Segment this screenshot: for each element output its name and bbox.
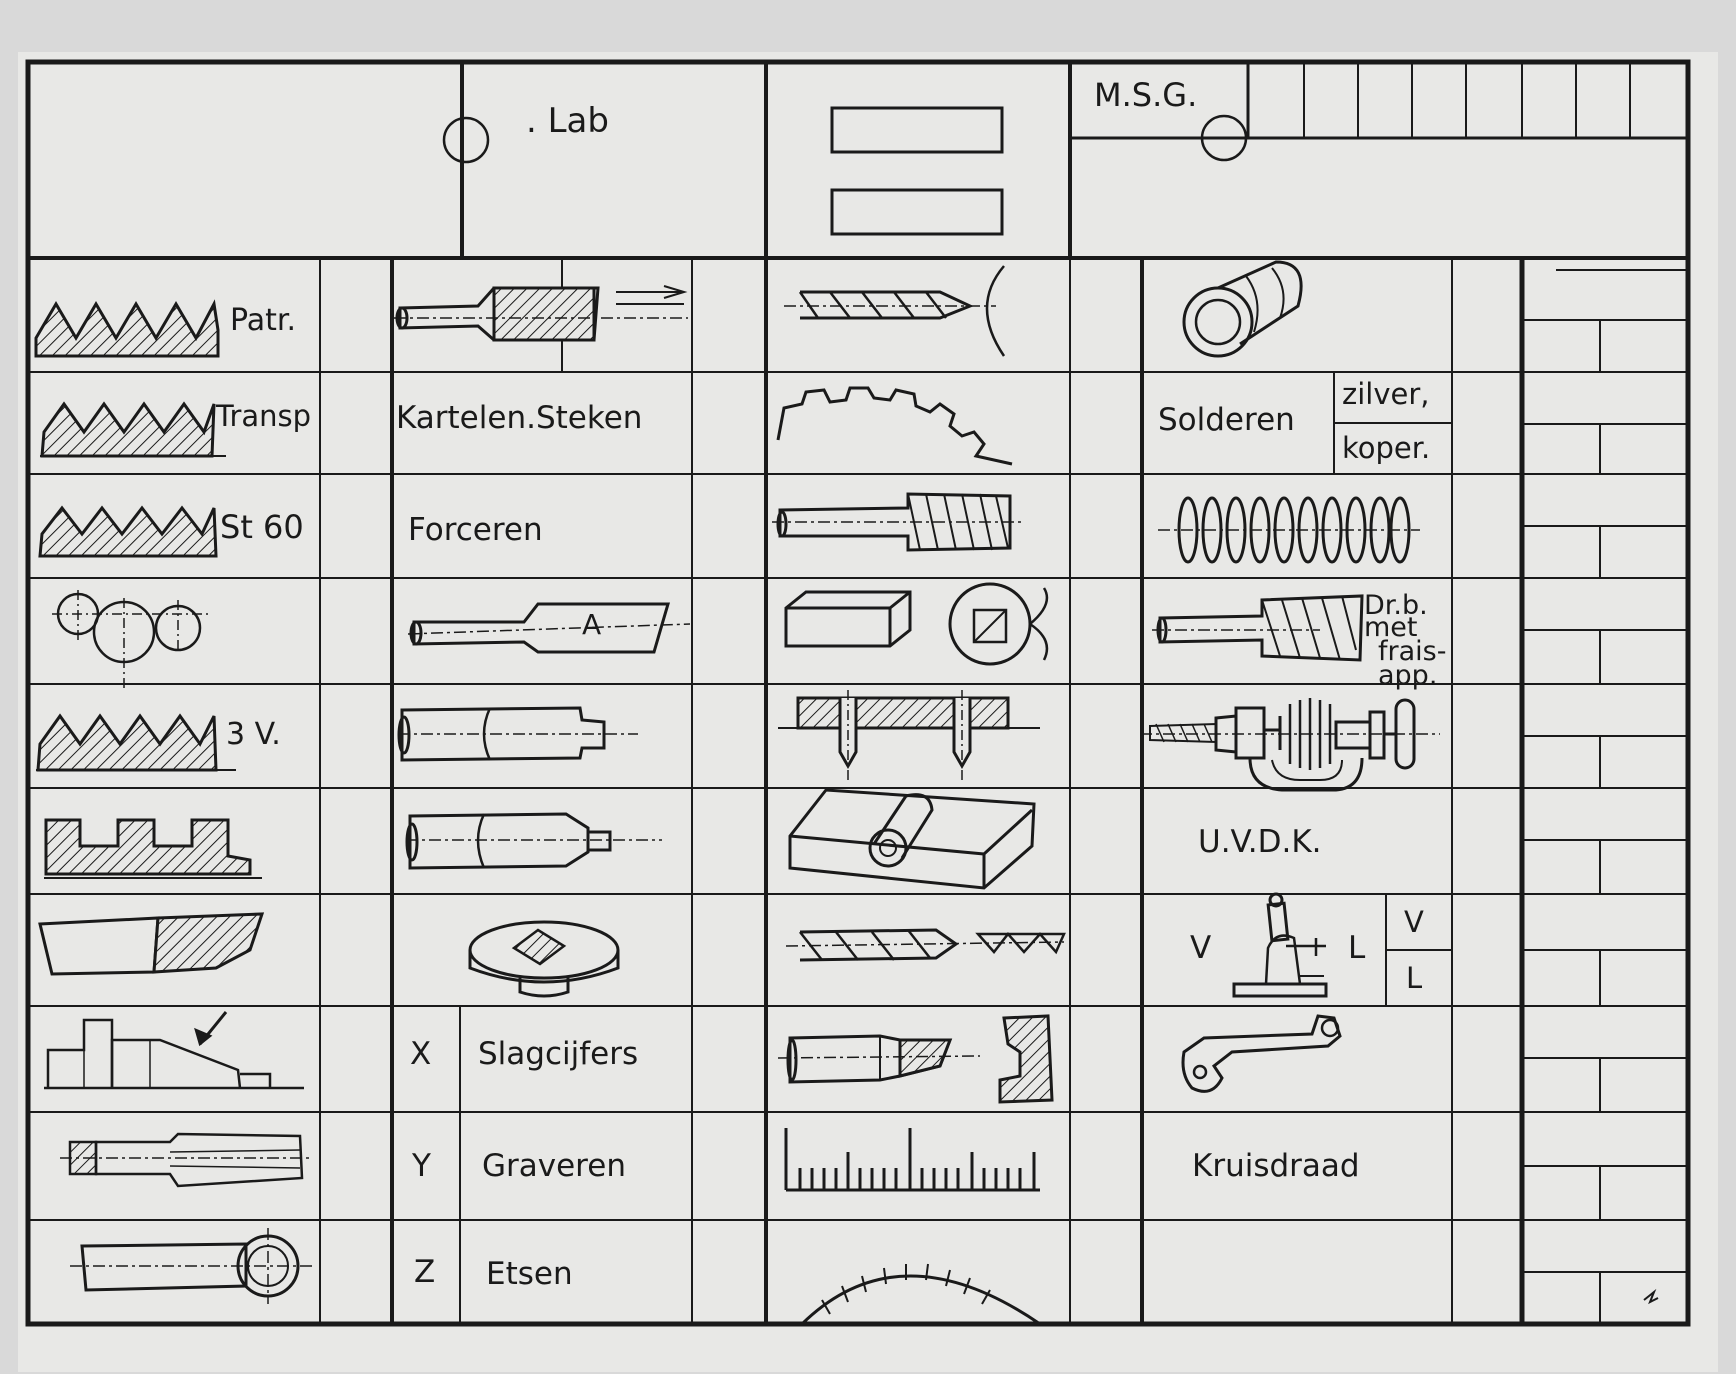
square-thread-profile [44, 818, 262, 879]
thread-label-transp: Transp [215, 399, 311, 433]
drb-label-4: app. [1378, 660, 1437, 691]
header-circle-left [442, 116, 490, 164]
knurling-tool-icon [394, 285, 688, 342]
tap-tool-icon [60, 1132, 312, 1188]
stepped-shaft-icon-1 [397, 706, 638, 762]
l-box-label: L [1406, 961, 1422, 995]
thread-profile-patr [34, 299, 220, 358]
thread-profile-3v [36, 713, 236, 772]
thread-label-3v: 3 V. [226, 717, 281, 752]
kruisdraad-label: Kruisdraad [1192, 1148, 1360, 1184]
drill-with-milling-attachment-icon [1152, 594, 1364, 662]
drb-label-2: met [1364, 612, 1418, 643]
step-profile-icon [44, 1011, 304, 1090]
turning-tool-icon [38, 912, 265, 976]
kartelen-steken-label: Kartelen.Steken [396, 400, 642, 436]
zilver-label: zilver, [1342, 377, 1429, 411]
brick-column [1522, 269, 1688, 1324]
y-label: Y [411, 1148, 431, 1184]
coil-spring-icon [1158, 496, 1420, 564]
hinge-weld-icon [788, 788, 1036, 890]
eye-bolt-icon [70, 1228, 316, 1304]
gear-segment-icon [776, 386, 1013, 466]
z-label: Z [414, 1254, 435, 1290]
microscope-icon [1232, 892, 1328, 998]
header-rect-top [830, 106, 1004, 154]
clamp-bracket-icon [1181, 1014, 1342, 1093]
thread-profile-transp [40, 401, 226, 458]
tube-icon [1182, 260, 1303, 358]
gear-circles-icon [52, 590, 210, 688]
block-and-square-nut-icon [784, 582, 1049, 666]
drb-label-3: frais- [1378, 636, 1446, 667]
drb-label-1: Dr.b. [1364, 590, 1428, 621]
thread-label-st60: St 60 [220, 508, 304, 546]
koper-label: koper. [1342, 431, 1430, 465]
boring-tool-mark: A [582, 608, 601, 641]
msg-label: M.S.G. [1094, 76, 1197, 114]
end-mill-icon [777, 1014, 1054, 1104]
lathe-spindle-icon [1140, 698, 1440, 792]
boring-tool-a-icon [407, 602, 691, 654]
twist-drill-icon-1 [784, 265, 1006, 357]
grid-lines [25, 59, 1691, 1327]
etsen-label: Etsen [486, 1256, 573, 1292]
v-left-label: V [1190, 930, 1211, 966]
twist-drill-icon-2 [785, 928, 1066, 962]
header-rect-bottom [830, 188, 1004, 236]
stepped-shaft-icon-2 [405, 812, 662, 870]
reamer-icon [772, 492, 1024, 552]
lab-label: . Lab [526, 101, 609, 141]
v-box-label: V [1404, 905, 1424, 939]
slagcijfers-label: Slagcijfers [478, 1036, 638, 1072]
thread-label-patr: Patr. [230, 303, 296, 338]
dial-arc-icon [800, 1263, 1041, 1326]
chip-on-disc-icon [468, 920, 620, 998]
uvdk-label: U.V.D.K. [1198, 824, 1322, 860]
solderen-label: Solderen [1158, 402, 1295, 438]
x-label: X [410, 1036, 431, 1072]
forceren-label: Forceren [408, 512, 543, 548]
thread-profile-st60 [38, 505, 218, 558]
header-circle-right [1200, 114, 1248, 162]
engraving-scale-icon [784, 1128, 1040, 1192]
countersink-plate-icon [778, 690, 1040, 782]
graveren-label: Graveren [482, 1148, 626, 1184]
l-right-label: L [1348, 930, 1366, 966]
